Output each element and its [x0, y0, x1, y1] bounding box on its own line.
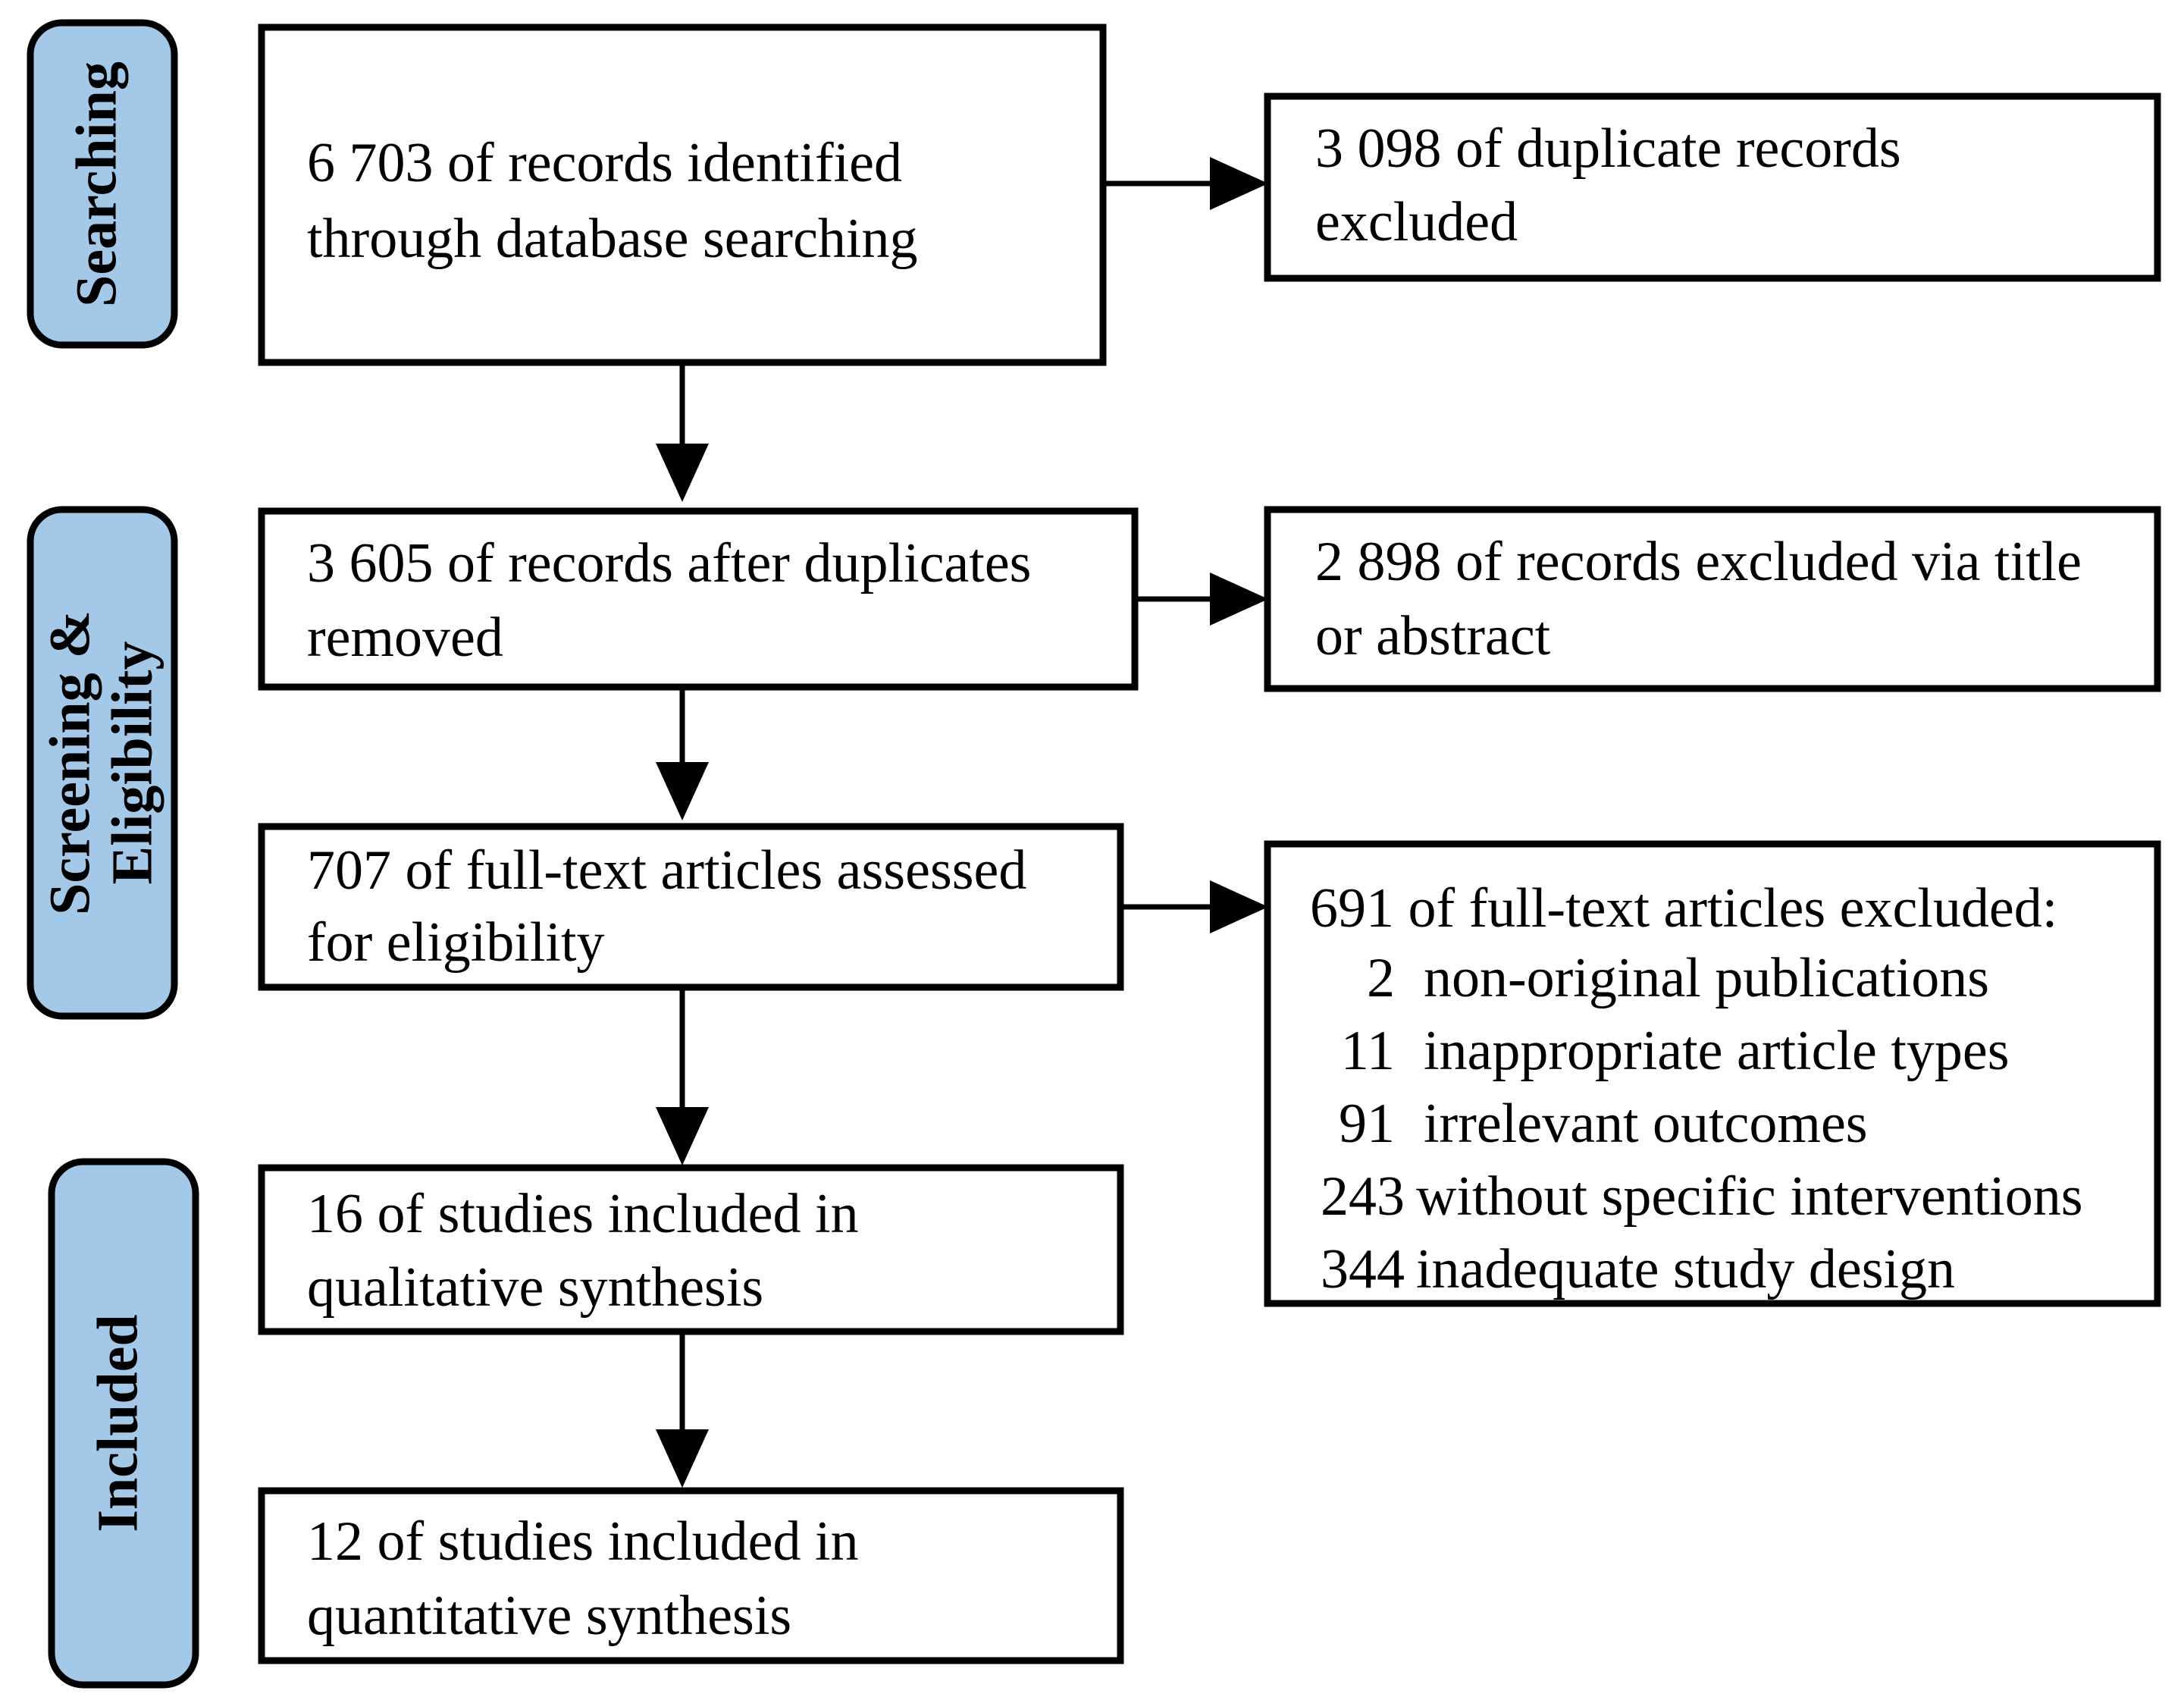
stage-label-screening-eligibility-box [27, 506, 178, 1020]
stage-label-searching-box [27, 19, 178, 349]
fulltext-excluded-count-1: 2 [1367, 947, 1395, 1009]
fulltext-excluded-reason-3: irrelevant outcomes [1424, 1093, 1868, 1155]
flow-box-qualitative-synthesis-rect [258, 1164, 1124, 1335]
fulltext-excluded-reason-4: without specific interventions [1416, 1165, 2083, 1228]
fulltext-excluded-reason-2: inappropriate article types [1424, 1020, 2010, 1082]
flow-box-records-after-duplicates-rect [258, 507, 1139, 691]
fulltext-excluded-count-5: 344 [1321, 1238, 1405, 1300]
flow-box-quantitative-synthesis-rect [258, 1487, 1124, 1664]
fulltext-excluded-count-3: 91 [1339, 1093, 1395, 1155]
flow-box-full-text-assessed-line1: 707 of full-text articles assessed [307, 839, 1026, 902]
fulltext-excluded-heading: 691 of full-text articles excluded: [1310, 877, 2057, 939]
flow-box-qualitative-synthesis-line2: qualitative synthesis [307, 1256, 763, 1319]
exclusion-box-title-abstract-excluded: 2 898 of records excluded via title or a… [1264, 506, 2161, 692]
exclusion-box-title-abstract-excluded-rect [1264, 506, 2161, 692]
stage-label-screening-line1: Screening & [38, 610, 102, 915]
stage-label-searching-text: Searching [64, 61, 128, 307]
exclusion-box-fulltext-excluded-rect [1264, 840, 2161, 1307]
flow-box-records-identified-line1: 6 703 of records identified [307, 132, 902, 194]
flow-box-records-identified-line2: through database searching [307, 208, 917, 270]
flow-box-records-identified-rect [258, 24, 1107, 366]
flow-box-records-after-duplicates: 3 605 of records after duplicates remove… [258, 507, 1139, 691]
stage-label-included-box [48, 1158, 199, 1689]
flow-box-records-after-duplicates-line2: removed [307, 607, 503, 669]
flow-box-quantitative-synthesis-line1: 12 of studies included in [307, 1510, 859, 1573]
exclusion-box-duplicates-excluded: 3 098 of duplicate records excluded [1264, 93, 2161, 282]
flow-box-full-text-assessed-line2: for eligibility [307, 911, 605, 974]
stage-label-searching: Searching [27, 19, 178, 349]
exclusion-box-title-abstract-excluded-line1: 2 898 of records excluded via title [1315, 531, 2082, 593]
fulltext-excluded-count-2: 11 [1341, 1020, 1395, 1082]
flow-box-full-text-assessed-rect [258, 823, 1124, 991]
flow-box-qualitative-synthesis: 16 of studies included in qualitative sy… [258, 1164, 1124, 1335]
flow-box-qualitative-synthesis-line1: 16 of studies included in [307, 1183, 859, 1245]
exclusion-box-duplicates-excluded-rect [1264, 93, 2161, 282]
exclusion-box-title-abstract-excluded-line2: or abstract [1315, 605, 1551, 667]
flow-box-quantitative-synthesis-line2: quantitative synthesis [307, 1585, 791, 1647]
flow-box-quantitative-synthesis: 12 of studies included in quantitative s… [258, 1487, 1124, 1664]
exclusion-box-fulltext-excluded: 691 of full-text articles excluded: 2 no… [1264, 840, 2161, 1307]
stage-label-included-text: Included [86, 1314, 149, 1532]
stage-label-eligibility-line2: Eligibility [100, 641, 164, 885]
flow-box-full-text-assessed: 707 of full-text articles assessed for e… [258, 823, 1124, 991]
flow-box-records-after-duplicates-line1: 3 605 of records after duplicates [307, 532, 1031, 594]
fulltext-excluded-reason-5: inadequate study design [1416, 1238, 1955, 1300]
exclusion-box-duplicates-excluded-line1: 3 098 of duplicate records [1315, 118, 1901, 180]
exclusion-box-duplicates-excluded-line2: excluded [1315, 191, 1518, 253]
stage-label-included: Included [48, 1158, 199, 1689]
flow-box-records-identified: 6 703 of records identified through data… [258, 24, 1107, 366]
fulltext-excluded-count-4: 243 [1321, 1165, 1405, 1228]
stage-label-screening-eligibility: Screening & Eligibility [27, 506, 178, 1020]
fulltext-excluded-reason-1: non-original publications [1424, 947, 1989, 1009]
